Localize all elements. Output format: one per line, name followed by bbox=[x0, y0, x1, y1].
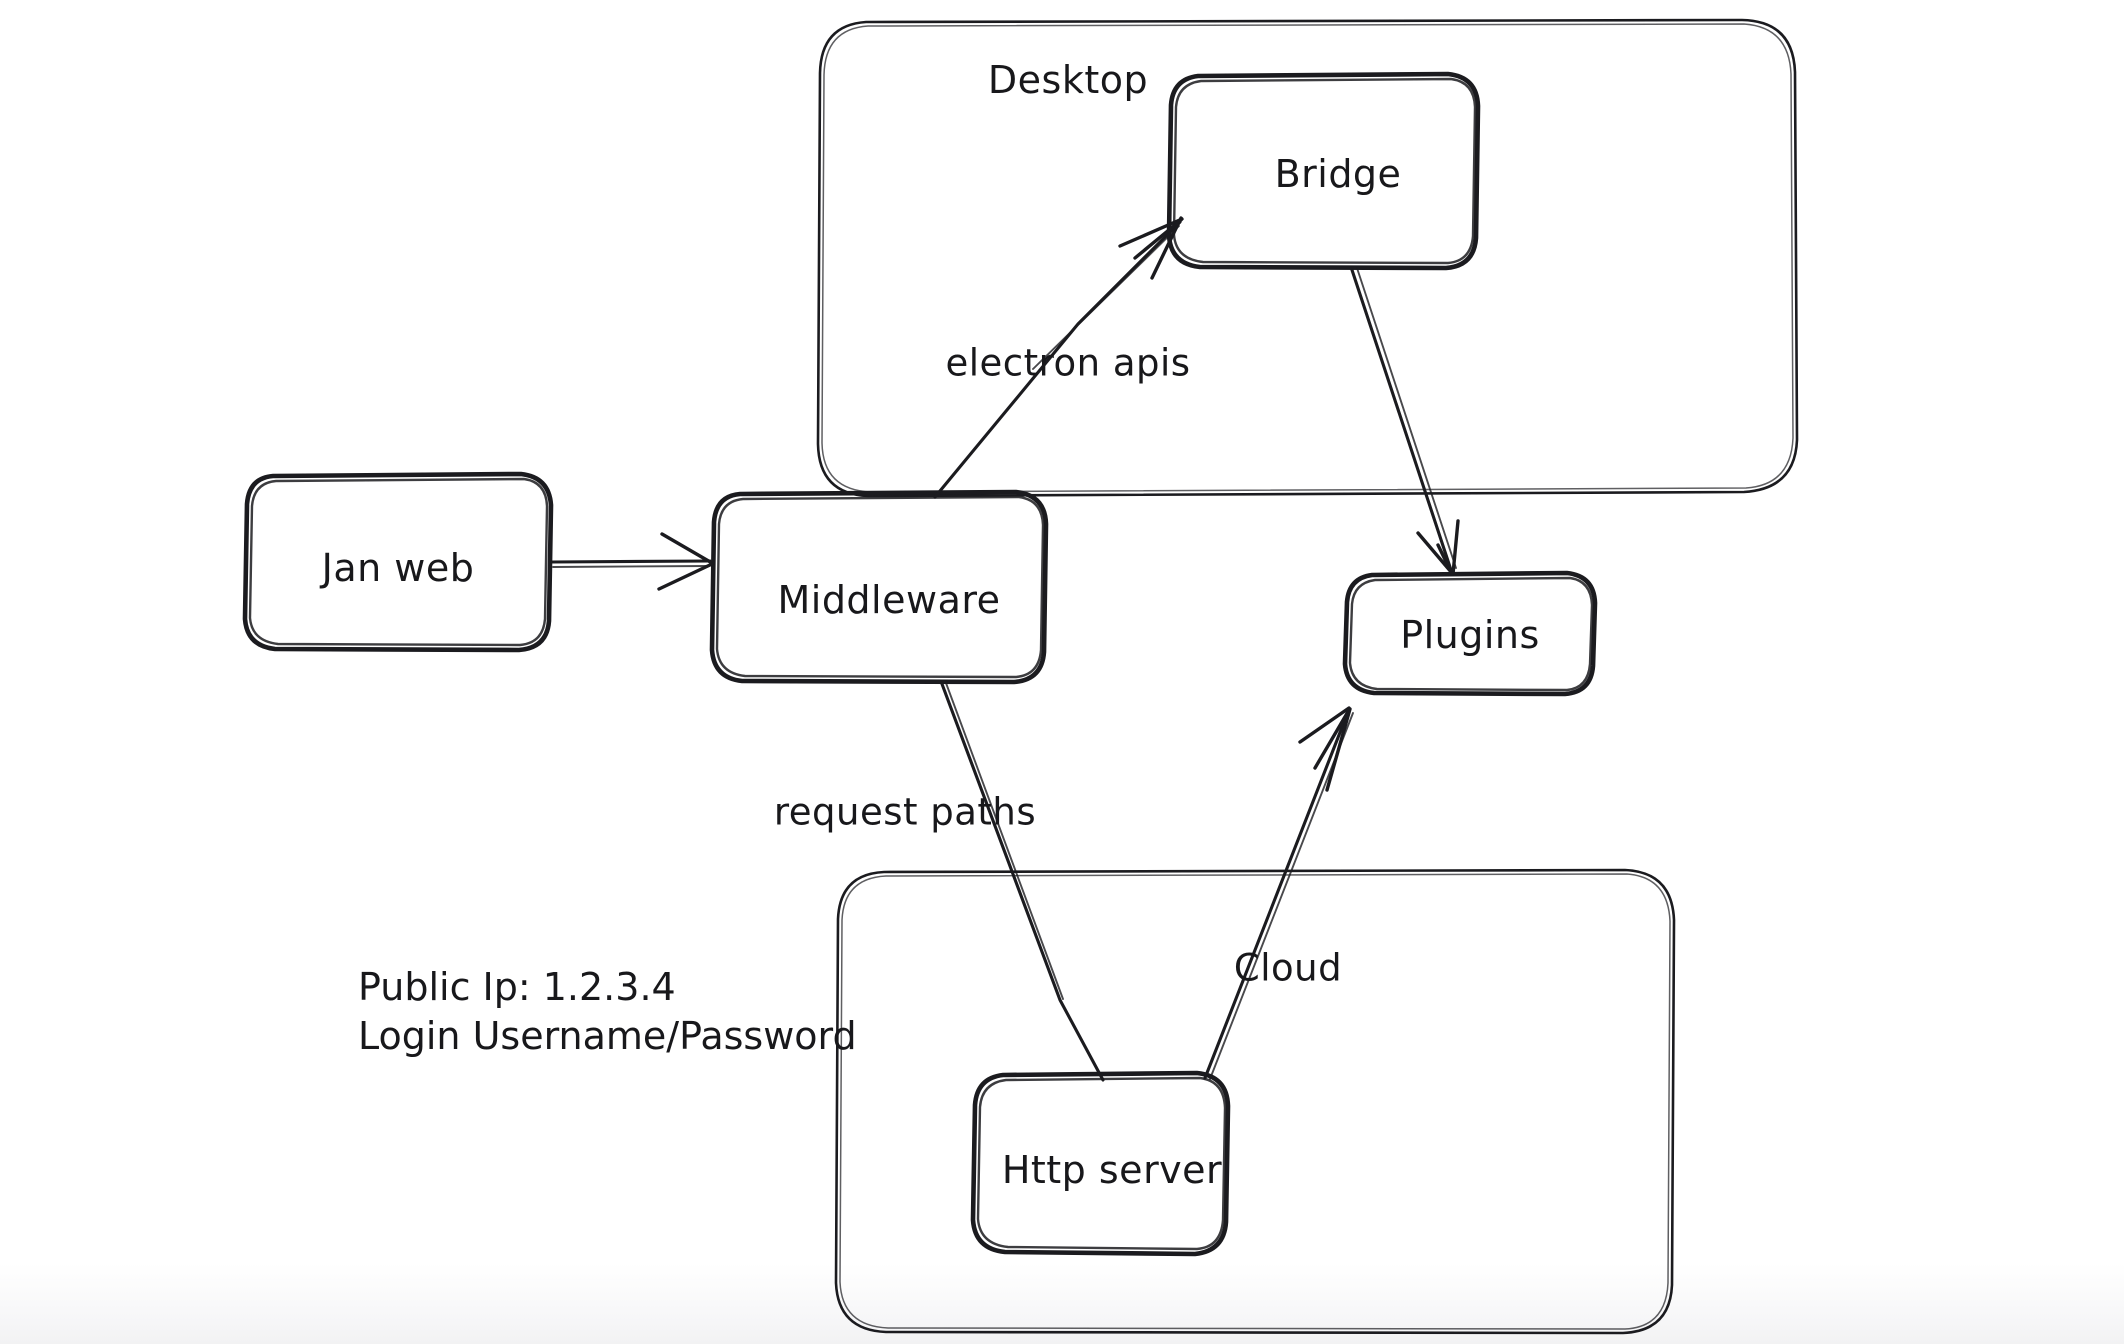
group-desktop-outline[interactable] bbox=[816, 18, 1799, 498]
node-label-plugins: Plugins bbox=[1400, 613, 1540, 657]
edge-bridge-to-plugins[interactable] bbox=[1350, 267, 1460, 576]
group-cloud-outline[interactable] bbox=[834, 868, 1676, 1335]
group-label-desktop: Desktop bbox=[987, 58, 1149, 102]
node-bridge-outline[interactable] bbox=[1166, 71, 1481, 271]
node-jan-web-outline[interactable] bbox=[242, 471, 554, 653]
node-plugins-outline[interactable] bbox=[1342, 570, 1598, 697]
edge-middleware-to-bridge[interactable] bbox=[933, 216, 1184, 499]
edge-httpserver-to-plugins[interactable] bbox=[1203, 706, 1354, 1080]
node-middleware-outline[interactable] bbox=[709, 489, 1049, 685]
node-label-jan-web: Jan web bbox=[321, 546, 475, 590]
edge-label-cloud: Cloud bbox=[1233, 946, 1343, 990]
edge-middleware-to-httpserver[interactable] bbox=[940, 682, 1105, 1082]
edge-label-request-paths: request paths bbox=[773, 790, 1037, 834]
edge-janweb-to-middleware[interactable] bbox=[550, 532, 714, 591]
node-label-http-server: Http server bbox=[1001, 1148, 1223, 1192]
node-label-bridge: Bridge bbox=[1274, 152, 1402, 196]
node-http-server-outline[interactable] bbox=[970, 1070, 1231, 1257]
note-public-ip: Public Ip: 1.2.3.4 bbox=[358, 965, 676, 1009]
notes-block: Public Ip: 1.2.3.4 Login Username/Passwo… bbox=[358, 963, 857, 1062]
note-login: Login Username/Password bbox=[358, 1014, 857, 1059]
edge-label-electron-apis: electron apis bbox=[945, 341, 1191, 385]
node-label-middleware: Middleware bbox=[777, 578, 1001, 622]
